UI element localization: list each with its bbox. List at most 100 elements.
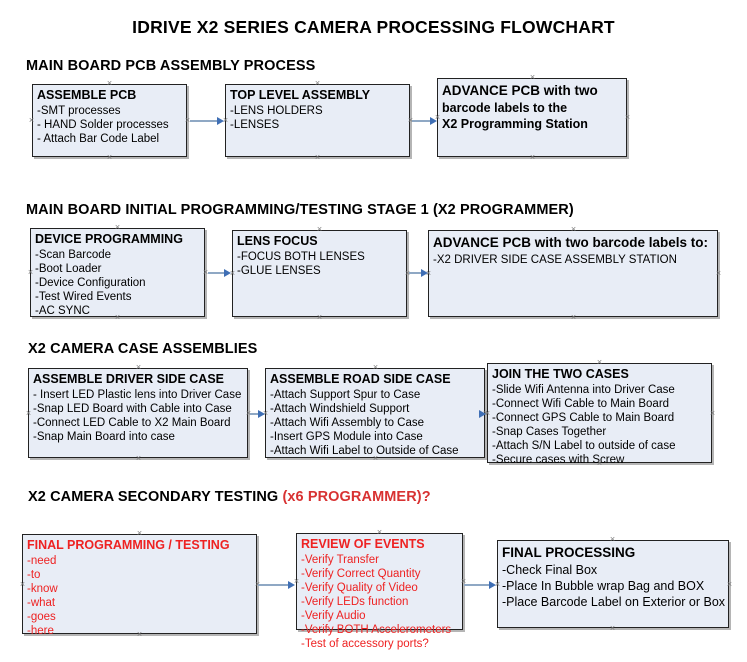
connection-handle[interactable]	[376, 627, 383, 634]
node-assemble-road-side-case[interactable]: ASSEMBLE ROAD SIDE CASE -Attach Support …	[265, 368, 485, 458]
node-line: -need	[27, 555, 57, 567]
node-line: -GLUE LENSES	[237, 265, 321, 277]
connection-handle[interactable]	[136, 631, 143, 638]
node-lines: -need -to -know -what -goes -here	[27, 554, 252, 638]
connection-handle[interactable]	[114, 314, 121, 321]
section-heading-accent: (x6 PROGRAMMER)?	[282, 489, 431, 505]
node-line: -X2 DRIVER SIDE CASE ASSEMBLY STATION	[433, 254, 677, 266]
connector-arrowhead	[421, 269, 428, 277]
connection-handle[interactable]	[27, 269, 34, 276]
connector-arrowhead	[479, 410, 486, 418]
node-title: LENS FOCUS	[237, 234, 318, 248]
connection-handle[interactable]	[529, 154, 536, 161]
node-lens-focus[interactable]: LENS FOCUS -FOCUS BOTH LENSES -GLUE LENS…	[232, 230, 407, 317]
node-line: -Place In Bubble wrap Bag and BOX	[502, 579, 705, 593]
node-title: FINAL PROGRAMMING / TESTING	[27, 538, 230, 552]
section-heading-main-board-initial-programming: MAIN BOARD INITIAL PROGRAMMING/TESTING S…	[26, 202, 574, 218]
connection-handle[interactable]	[106, 80, 113, 87]
node-lines: -Attach Support Spur to Case -Attach Win…	[270, 388, 480, 458]
connection-handle[interactable]	[726, 581, 733, 588]
node-review-of-events[interactable]: REVIEW OF EVENTS -Verify Transfer -Verif…	[296, 533, 463, 650]
section-heading-x2-camera-secondary-testing: X2 CAMERA SECONDARY TESTING (x6 PROGRAMM…	[28, 489, 431, 505]
connection-handle[interactable]	[715, 270, 722, 277]
node-title: TOP LEVEL ASSEMBLY	[230, 88, 371, 102]
node-line: -Connect LED Cable to X2 Main Board	[33, 417, 231, 429]
connection-handle[interactable]	[135, 455, 142, 462]
connector-arrowhead	[489, 581, 496, 589]
connection-handle[interactable]	[596, 359, 603, 366]
node-lines: -Check Final Box -Place In Bubble wrap B…	[502, 562, 726, 610]
node-assemble-pcb[interactable]: ASSEMBLE PCB -SMT processes - HAND Solde…	[32, 84, 187, 157]
node-line: -Secure cases with Screw	[492, 454, 625, 466]
connection-handle[interactable]	[372, 364, 379, 371]
node-line: - HAND Solder processes	[37, 119, 169, 131]
node-line: - Attach Bar Code Label	[37, 133, 160, 145]
node-device-programming[interactable]: DEVICE PROGRAMMING -Scan Barcode -Boot L…	[30, 228, 205, 317]
node-line: -Attach Wifi Label to Outside of Case	[270, 445, 459, 457]
connection-handle[interactable]	[596, 460, 603, 467]
node-final-processing[interactable]: FINAL PROCESSING -Check Final Box -Place…	[497, 540, 729, 628]
connection-handle[interactable]	[25, 410, 32, 417]
node-line: -AC SYNC	[35, 305, 90, 317]
node-title: ADVANCE PCB with two	[442, 83, 598, 98]
node-line: -Verify Correct Quantity	[301, 568, 421, 580]
connection-handle[interactable]	[372, 455, 379, 462]
node-line: -Attach Windshield Support	[270, 403, 410, 415]
node-line: -to	[27, 569, 41, 581]
connection-handle[interactable]	[28, 117, 35, 124]
node-title: REVIEW OF EVENTS	[301, 537, 425, 551]
connection-handle[interactable]	[709, 410, 716, 417]
connection-handle[interactable]	[136, 530, 143, 537]
node-line: -Verify Quality of Video	[301, 582, 418, 594]
node-line: barcode labels to the	[442, 101, 568, 115]
node-lines: -Scan Barcode -Boot Loader -Device Confi…	[35, 248, 200, 318]
node-advance-pcb-programming-station[interactable]: ADVANCE PCB with two barcode labels to t…	[437, 78, 627, 157]
connection-handle[interactable]	[609, 625, 616, 632]
node-line: -SMT processes	[37, 105, 121, 117]
node-line: -here	[27, 625, 54, 637]
connection-handle[interactable]	[114, 224, 121, 231]
connector-line	[464, 584, 490, 586]
node-line: -LENSES	[230, 119, 280, 131]
connection-handle[interactable]	[135, 364, 142, 371]
connection-handle[interactable]	[609, 536, 616, 543]
node-line: -Test Wired Events	[35, 291, 132, 303]
connection-handle[interactable]	[314, 80, 321, 87]
node-line: -Scan Barcode	[35, 249, 112, 261]
connection-handle[interactable]	[570, 314, 577, 321]
connection-handle[interactable]	[529, 74, 536, 81]
connection-handle[interactable]	[106, 154, 113, 161]
connection-handle[interactable]	[376, 529, 383, 536]
connection-handle[interactable]	[570, 226, 577, 233]
node-line: -Attach Support Spur to Case	[270, 389, 421, 401]
node-final-programming-testing[interactable]: FINAL PROGRAMMING / TESTING -need -to -k…	[22, 534, 257, 637]
node-lines: - Insert LED Plastic lens into Driver Ca…	[33, 388, 243, 444]
node-line: -Verify Transfer	[301, 554, 379, 566]
node-line: -Insert GPS Module into Case	[270, 431, 423, 443]
node-title: JOIN THE TWO CASES	[492, 367, 629, 381]
node-top-level-assembly[interactable]: TOP LEVEL ASSEMBLY -LENS HOLDERS -LENSES	[225, 84, 410, 157]
section-heading-text: X2 CAMERA SECONDARY TESTING	[28, 489, 283, 505]
connection-handle[interactable]	[624, 114, 631, 121]
node-line: -Place Barcode Label on Exterior or Box	[502, 595, 726, 609]
node-line: -Check Final Box	[502, 563, 598, 577]
node-line: -Attach Wifi Assembly to Case	[270, 417, 425, 429]
node-assemble-driver-side-case[interactable]: ASSEMBLE DRIVER SIDE CASE - Insert LED P…	[28, 368, 248, 458]
connection-handle[interactable]	[316, 314, 323, 321]
node-title: ASSEMBLE ROAD SIDE CASE	[270, 372, 451, 386]
node-join-the-two-cases[interactable]: JOIN THE TWO CASES -Slide Wifi Antenna i…	[487, 363, 712, 466]
connection-handle[interactable]	[316, 226, 323, 233]
node-title: DEVICE PROGRAMMING	[35, 232, 183, 246]
connector-line	[250, 413, 260, 415]
node-lines: barcode labels to the X2 Programming Sta…	[442, 100, 622, 132]
node-advance-pcb-driver-side-case[interactable]: ADVANCE PCB with two barcode labels to: …	[428, 230, 718, 317]
connector-line	[258, 584, 289, 586]
connection-handle[interactable]	[19, 581, 26, 588]
page-title: IDRIVE X2 SERIES CAMERA PROCESSING FLOWC…	[132, 17, 615, 37]
connection-handle[interactable]	[314, 154, 321, 161]
connector-arrowhead	[224, 269, 231, 277]
node-line: -Attach S/N Label to outside of case	[492, 440, 676, 452]
node-line: -Device Configuration	[35, 277, 146, 289]
node-line: -Slide Wifi Antenna into Driver Case	[492, 384, 675, 396]
